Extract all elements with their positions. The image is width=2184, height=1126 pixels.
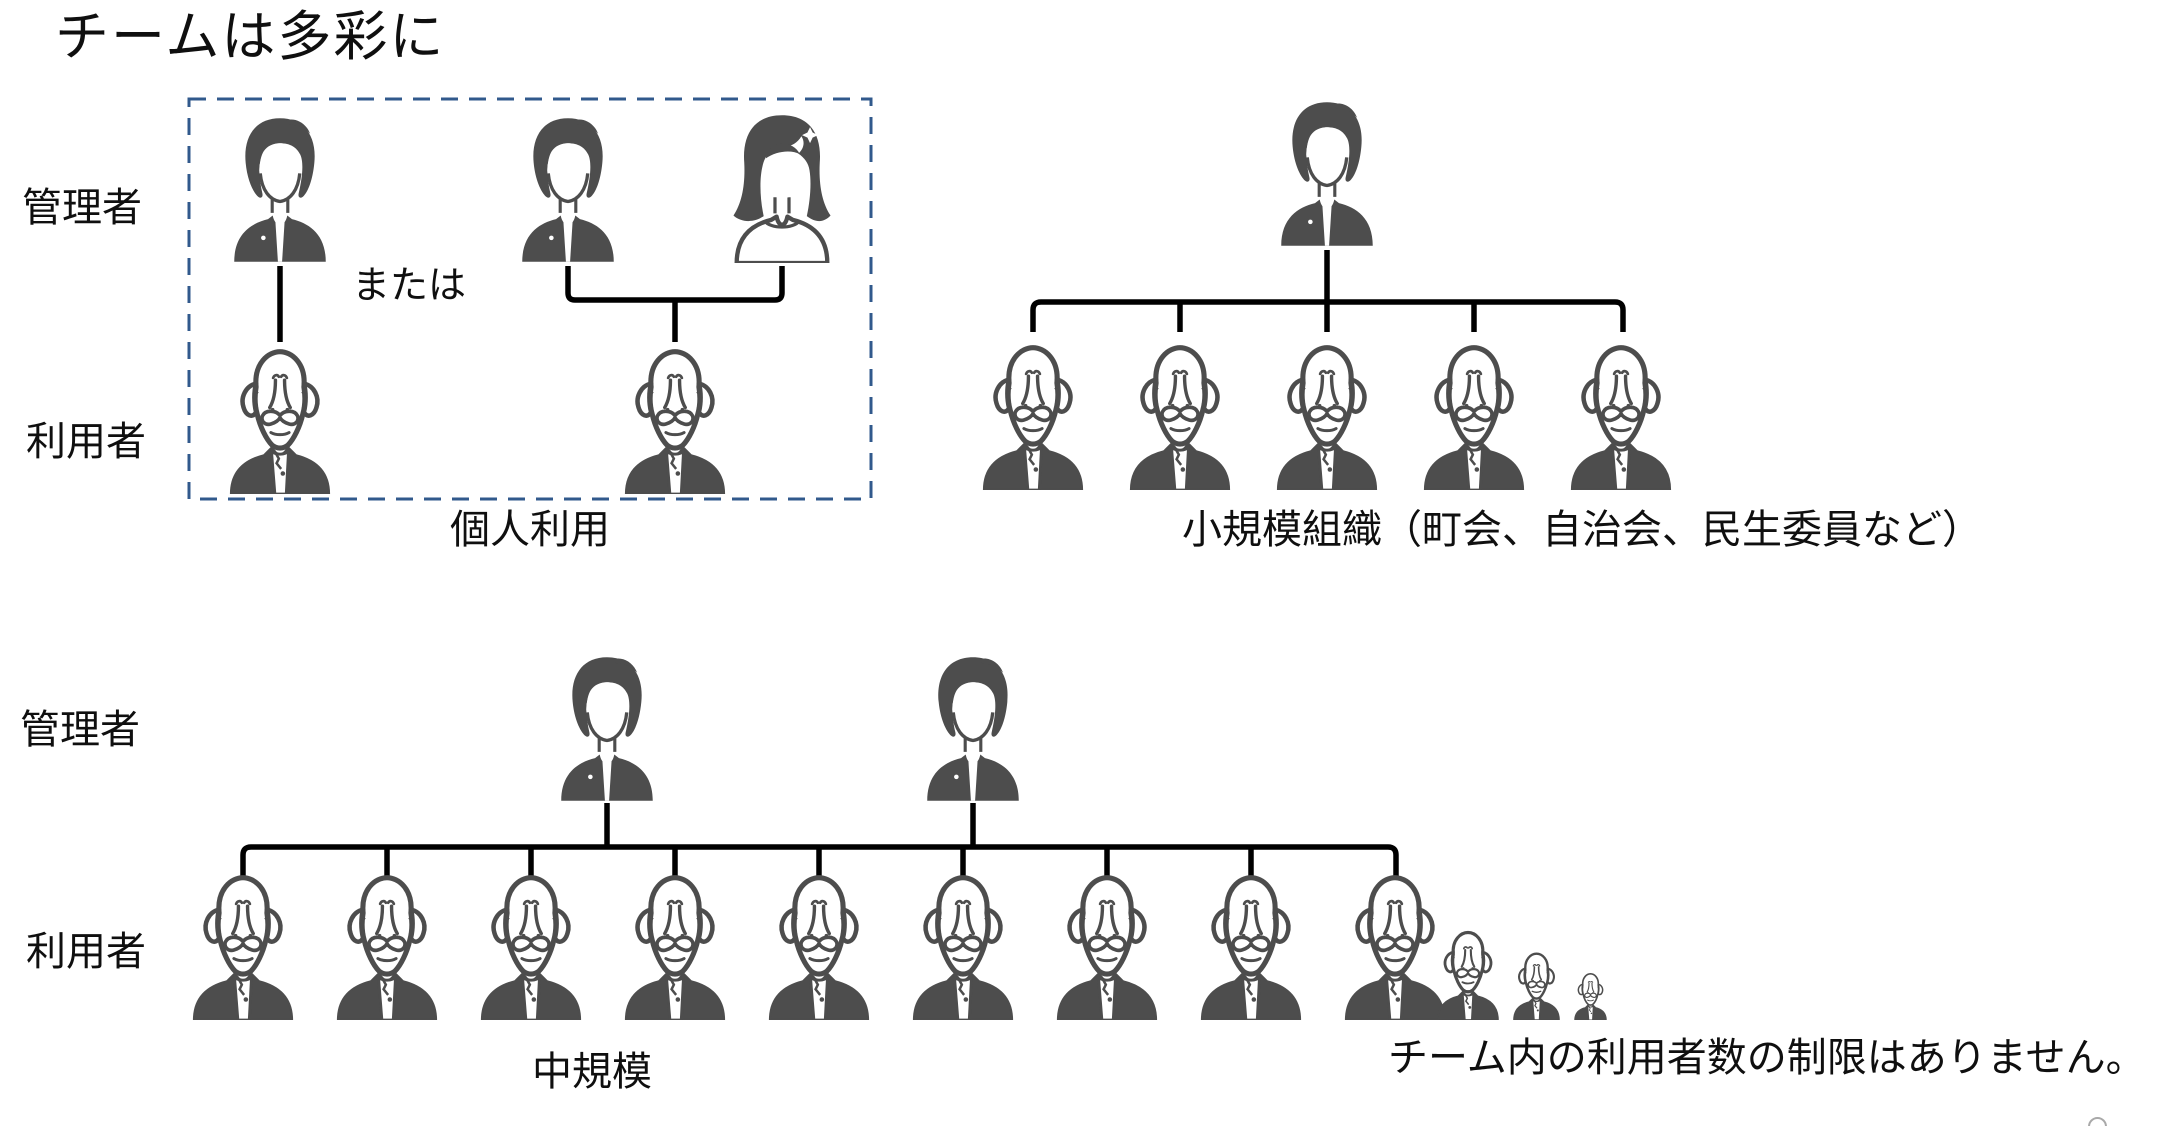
elderly-man-avatar-icon bbox=[474, 872, 588, 1020]
elderly-man-avatar-icon bbox=[1270, 342, 1384, 490]
elderly-man-avatar-icon bbox=[618, 346, 732, 494]
elderly-man-avatar-icon bbox=[906, 872, 1020, 1020]
young-man-avatar-icon bbox=[921, 655, 1025, 801]
young-man-avatar-icon bbox=[1275, 100, 1379, 246]
or-label: または bbox=[352, 265, 467, 307]
connector-personal-pair bbox=[565, 266, 785, 342]
medium-caption: 中規模 bbox=[532, 1050, 652, 1094]
elderly-man-avatar-icon-smallest bbox=[1572, 972, 1609, 1020]
row-label-user-bottom: 利用者 bbox=[26, 930, 146, 974]
personal-use-caption: 個人利用 bbox=[450, 508, 610, 552]
slide-title: チームは多彩に bbox=[55, 7, 446, 67]
elderly-man-avatar-icon bbox=[976, 342, 1090, 490]
elderly-man-avatar-icon bbox=[618, 872, 732, 1020]
elderly-man-avatar-icon-smaller bbox=[1510, 951, 1563, 1020]
elderly-man-avatar-icon bbox=[223, 346, 337, 494]
row-label-user-top: 利用者 bbox=[26, 420, 146, 464]
elderly-man-avatar-icon bbox=[186, 872, 300, 1020]
row-label-admin-bottom: 管理者 bbox=[20, 708, 140, 752]
young-man-avatar-icon bbox=[555, 655, 659, 801]
row-label-admin-top: 管理者 bbox=[22, 186, 142, 230]
young-woman-avatar-icon bbox=[728, 112, 836, 263]
elderly-man-avatar-icon-small bbox=[1433, 929, 1503, 1020]
young-man-avatar-icon bbox=[228, 116, 332, 262]
elderly-man-avatar-icon bbox=[1417, 342, 1531, 490]
elderly-man-avatar-icon bbox=[1194, 872, 1308, 1020]
page-number-partial bbox=[2088, 1117, 2107, 1126]
elderly-man-avatar-icon bbox=[762, 872, 876, 1020]
elderly-man-avatar-icon bbox=[1050, 872, 1164, 1020]
connector-small-org bbox=[1030, 250, 1626, 332]
connector-medium bbox=[240, 803, 1399, 877]
elderly-man-avatar-icon bbox=[330, 872, 444, 1020]
no-user-limit-note: チーム内の利用者数の制限はありません。 bbox=[1388, 1036, 2146, 1080]
small-org-caption: 小規模組織（町会、自治会、民生委員など） bbox=[1182, 508, 1982, 552]
elderly-man-avatar-icon bbox=[1564, 342, 1678, 490]
elderly-man-avatar-icon bbox=[1123, 342, 1237, 490]
young-man-avatar-icon bbox=[516, 116, 620, 262]
